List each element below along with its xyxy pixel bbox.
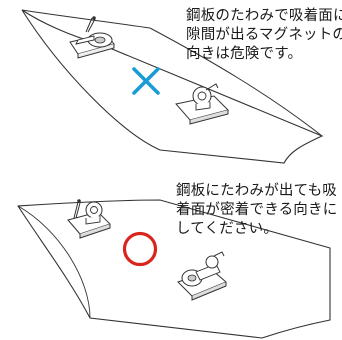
lifting-magnet-3 <box>67 199 111 239</box>
lifting-magnet-1 <box>69 16 115 59</box>
caption-line: 着面が密着できる向きに <box>176 202 338 218</box>
caption-line: 隙間が出るマグネットの <box>186 27 342 43</box>
warning-caption: 鋼板のたわみで吸着面に 隙間が出るマグネットの 向きは危険です。 <box>186 7 342 64</box>
correct-orientation-panel: 鋼板にたわみが出ても吸 着面が密着できる向きに してください。 <box>0 170 342 340</box>
correct-circle-mark <box>122 231 158 267</box>
incorrect-x-mark <box>132 67 160 95</box>
instruction-caption: 鋼板にたわみが出ても吸 着面が密着できる向きに してください。 <box>176 182 337 239</box>
steel-plate <box>21 9 324 164</box>
incorrect-orientation-panel: 鋼板のたわみで吸着面に 隙間が出るマグネットの 向きは危険です。 <box>21 7 342 164</box>
incorrect-orientation-illustration <box>21 9 324 164</box>
lifting-magnet-4 <box>177 251 227 301</box>
caption-line: 鋼板にたわみが出ても吸 <box>176 183 337 199</box>
steel-plate <box>17 199 331 339</box>
lifting-magnet-2 <box>175 83 229 125</box>
caption-line: 鋼板のたわみで吸着面に <box>186 8 342 24</box>
caption-line: してください。 <box>176 221 279 237</box>
caption-line: 向きは危険です。 <box>186 46 303 62</box>
correct-orientation-illustration <box>17 199 331 339</box>
